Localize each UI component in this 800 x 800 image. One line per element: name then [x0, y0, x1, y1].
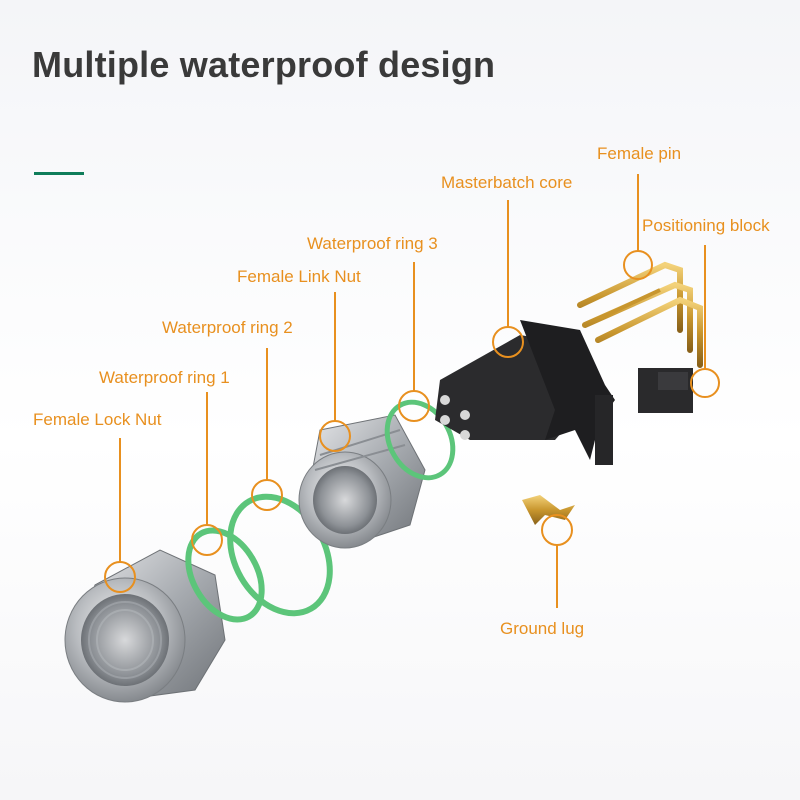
positioning-block — [638, 368, 693, 413]
female-link-nut — [298, 414, 426, 549]
waterproof-ring-1 — [185, 527, 265, 623]
label-female-pin: Female pin — [597, 144, 682, 163]
ground-lug — [522, 495, 575, 525]
callout-marker-positioning-block — [690, 368, 720, 398]
label-waterproof-ring-2: Waterproof ring 2 — [162, 318, 293, 337]
female-pins — [577, 261, 703, 368]
label-female-lock-nut: Female Lock Nut — [33, 410, 162, 429]
label-waterproof-ring-3: Waterproof ring 3 — [307, 234, 438, 253]
female-lock-nut — [64, 549, 226, 703]
page-title: Multiple waterproof design — [32, 44, 496, 85]
label-waterproof-ring-1: Waterproof ring 1 — [99, 368, 230, 387]
masterbatch-core — [435, 320, 615, 465]
callout-marker-ground-lug — [541, 514, 573, 546]
accent-line — [34, 172, 84, 175]
leader-lines — [119, 174, 706, 608]
callout-markers — [104, 250, 720, 593]
label-ground-lug: Ground lug — [500, 619, 585, 638]
label-positioning-block: Positioning block — [642, 216, 770, 235]
label-masterbatch-core: Masterbatch core — [441, 173, 573, 192]
label-female-link-nut: Female Link Nut — [237, 267, 361, 286]
